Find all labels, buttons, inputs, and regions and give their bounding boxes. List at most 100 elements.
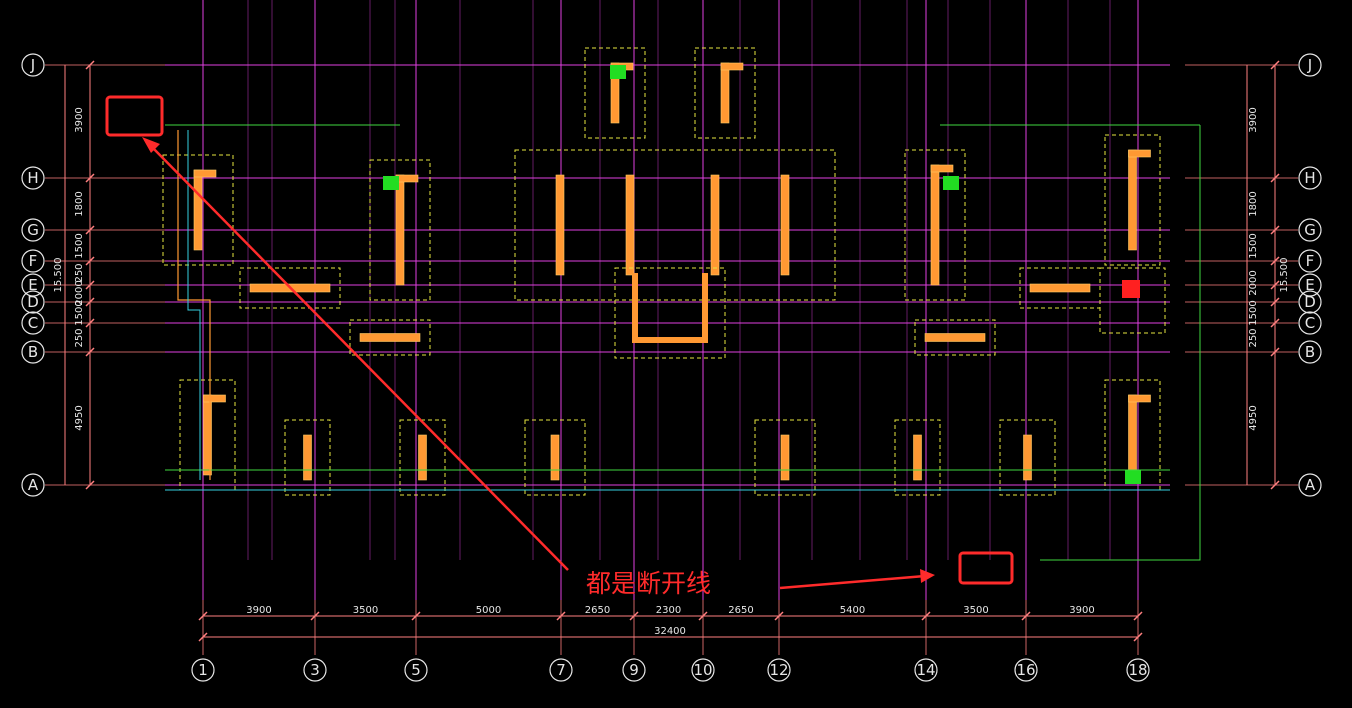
dim-tick: [921, 611, 931, 621]
foundation-pad-0: [162, 154, 234, 266]
dim-tick: [85, 297, 95, 307]
dim-tick: [310, 611, 320, 621]
axis-bubble-5: [404, 658, 428, 682]
rebar-line: [187, 130, 201, 480]
dim-tick: [1270, 318, 1280, 328]
dim-tick: [1270, 480, 1280, 490]
foundation-pad-7: [614, 267, 726, 359]
rebar-line: [177, 130, 211, 480]
axis-bubble-F: [1298, 249, 1322, 273]
dim-tick: [698, 611, 708, 621]
axis-bubble-12: [767, 658, 791, 682]
axis-bubble-16: [1014, 658, 1038, 682]
foundation-pad-12: [1099, 267, 1166, 334]
axis-label-E: E: [28, 276, 37, 294]
dim-tick: [85, 256, 95, 266]
arrow-head-right: [920, 569, 935, 583]
dim-tick: [85, 60, 95, 70]
wall-segment: [550, 434, 560, 481]
axis-label-9: 9: [629, 661, 639, 679]
foundation-pad-2: [369, 159, 431, 301]
dim-tick: [774, 611, 784, 621]
wall-segment: [395, 174, 419, 183]
axis-bubble-10: [691, 658, 715, 682]
dim-tick: [411, 611, 421, 621]
dim-left-3: 250: [74, 263, 85, 282]
axis-bubble-1: [191, 658, 215, 682]
axis-label-F: F: [29, 252, 38, 270]
foundation-pad-6: [514, 149, 836, 301]
dim-tick: [1133, 611, 1143, 621]
axis-label-3: 3: [310, 661, 320, 679]
foundation-pad-8: [904, 149, 966, 301]
axis-label-5: 5: [411, 661, 421, 679]
dim-tick: [85, 480, 95, 490]
dim-tick: [85, 318, 95, 328]
axis-label-10: 10: [693, 661, 712, 679]
dim-tick: [198, 632, 208, 642]
dim-bottom-6: 5400: [840, 605, 865, 616]
dim-left-4: 2000: [74, 280, 85, 305]
dim-left-5: 1500: [74, 300, 85, 325]
rebar-lines: [165, 124, 1201, 561]
axis-bubble-7: [549, 658, 573, 682]
axis-bubble-D: [1298, 290, 1322, 314]
dim-tick: [1270, 225, 1280, 235]
axis-label-E: E: [1305, 276, 1314, 294]
wall-segment: [1128, 394, 1137, 476]
axis-bubble-J: [21, 53, 45, 77]
dim-bottom-2: 5000: [476, 605, 501, 616]
wall-segment: [632, 273, 708, 343]
axis-label-B: B: [1305, 343, 1315, 361]
highlight-box-right: [958, 551, 1014, 585]
axis-label-C: C: [1305, 314, 1315, 332]
axis-label-C: C: [28, 314, 38, 332]
dim-left-1: 1800: [74, 191, 85, 216]
foundation-pad-3: [349, 319, 431, 356]
wall-segment: [555, 174, 565, 276]
dim-left-total: 15.500: [53, 258, 64, 293]
dim-tick: [1133, 632, 1143, 642]
dim-tick: [1270, 173, 1280, 183]
wall-segment: [203, 394, 226, 403]
wall-segment: [1128, 394, 1151, 403]
axis-label-1: 1: [198, 661, 208, 679]
annotation-layer: 都是断开线: [105, 95, 1014, 598]
axis-bubble-9: [622, 658, 646, 682]
dim-tick: [629, 611, 639, 621]
wall-segment: [193, 169, 203, 251]
dim-tick: [1270, 280, 1280, 290]
dim-bottom-8: 3900: [1069, 605, 1094, 616]
dim-tick: [85, 173, 95, 183]
axis-label-16: 16: [1016, 661, 1035, 679]
dim-tick: [85, 225, 95, 235]
column-marker-0: [610, 65, 626, 79]
foundation-pad-10: [914, 319, 996, 356]
foundation-pad-1: [239, 267, 341, 309]
axis-label-G: G: [1304, 221, 1316, 239]
foundation-pad-11: [1104, 134, 1161, 266]
axis-label-B: B: [28, 343, 38, 361]
axis-bubble-C: [1298, 311, 1322, 335]
dim-right-4: 1500: [1248, 300, 1259, 325]
wall-segment: [1023, 434, 1032, 481]
dim-right-6: 4950: [1248, 405, 1259, 430]
foundation-pad-18: [894, 419, 941, 496]
arrow-line-right: [779, 574, 926, 590]
foundation-pad-19: [999, 419, 1056, 496]
dim-right-2: 1500: [1248, 233, 1259, 258]
dim-right-1: 1800: [1248, 191, 1259, 216]
horizontal-axis-lines: [45, 64, 1298, 486]
axis-bubble-3: [303, 658, 327, 682]
axis-bubble-A: [1298, 473, 1322, 497]
dim-left-2: 1500: [74, 233, 85, 258]
wall-segment: [625, 174, 635, 276]
wall-segment: [780, 434, 790, 481]
axis-label-A: A: [1305, 476, 1316, 494]
dim-tick: [198, 611, 208, 621]
wall-segment: [710, 174, 720, 276]
axis-label-H: H: [1304, 169, 1315, 187]
wall-segment: [418, 434, 427, 481]
